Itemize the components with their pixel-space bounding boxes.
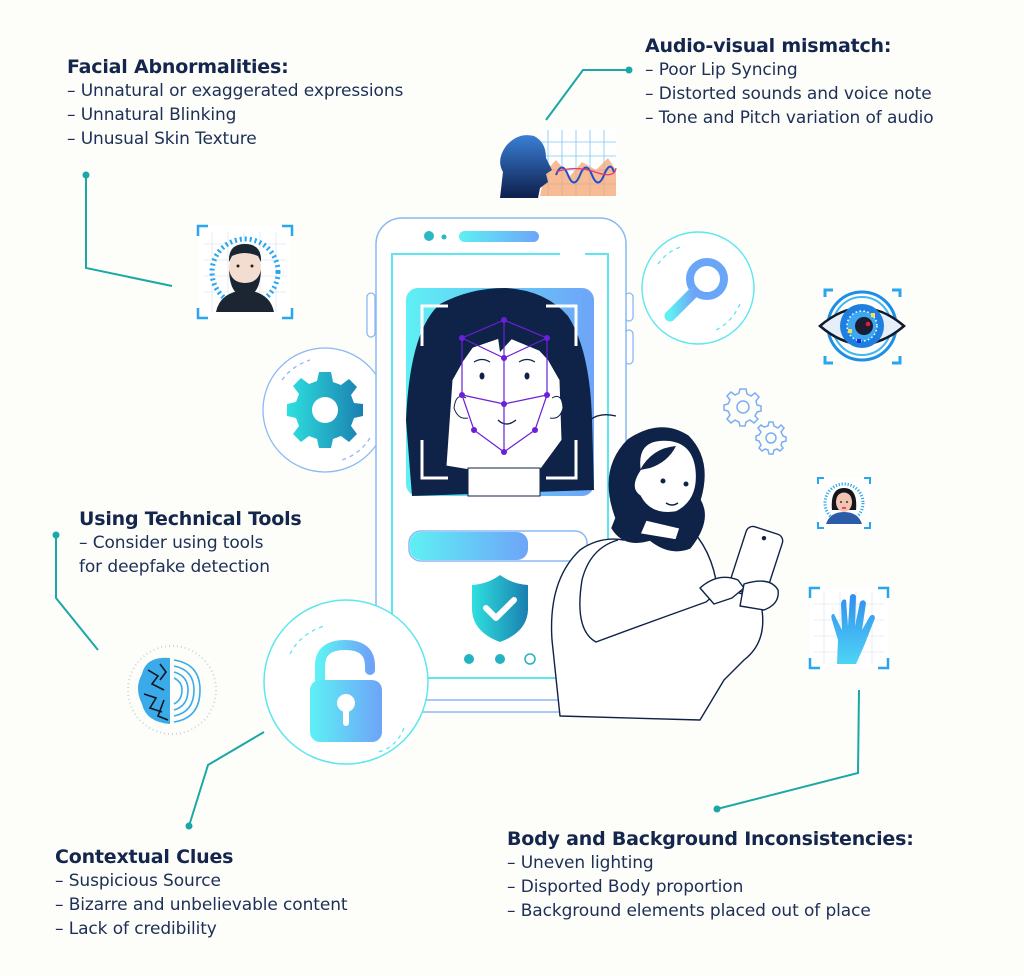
eye-scan-icon xyxy=(818,288,906,365)
unlocked-padlock-icon xyxy=(263,599,429,765)
gear-icon xyxy=(262,347,388,473)
section-title: Body and Background Inconsistencies: xyxy=(507,828,914,850)
list-item: Uneven lighting xyxy=(507,851,914,875)
hand-scan-icon xyxy=(808,586,890,670)
facial-abnormalities-section: Facial Abnormalities: Unnatural or exagg… xyxy=(67,55,403,151)
section-title: Contextual Clues xyxy=(55,846,234,868)
section-title: Facial Abnormalities: xyxy=(67,56,289,78)
list-item: Unnatural Blinking xyxy=(67,103,403,127)
audio-visual-mismatch-section: Audio-visual mismatch: Poor Lip Syncing … xyxy=(645,34,934,130)
small-gears-icon xyxy=(723,388,787,455)
list-item: Distorted sounds and voice note xyxy=(645,82,934,106)
list-item: Background elements placed out of place xyxy=(507,899,914,923)
technical-tools-section: Using Technical Tools Consider using too… xyxy=(79,507,302,579)
brain-fingerprint-icon xyxy=(127,645,217,735)
audio-waveform-head-icon xyxy=(500,128,617,198)
list-item-continuation: for deepfake detection xyxy=(79,557,270,577)
list-item: Lack of credibility xyxy=(55,917,347,941)
list-item: Tone and Pitch variation of audio xyxy=(645,106,934,130)
list-item: Disported Body proportion xyxy=(507,875,914,899)
list-item: Unnatural or exaggerated expressions xyxy=(67,79,404,103)
list-item: Consider using tools xyxy=(79,531,302,555)
magnifier-icon xyxy=(641,231,755,345)
connector-lines xyxy=(55,69,860,827)
woman-with-phone-illustration xyxy=(550,413,784,721)
contextual-clues-section: Contextual Clues Suspicious Source Bizar… xyxy=(55,845,348,941)
section-title: Using Technical Tools xyxy=(79,508,302,530)
list-item: Poor Lip Syncing xyxy=(645,58,934,82)
list-item: Suspicious Source xyxy=(55,869,347,893)
list-item: Bizarre and unbelievable content xyxy=(55,893,348,917)
woman-face-scan-icon xyxy=(817,477,871,529)
shield-check-icon xyxy=(472,575,528,642)
list-item: Unusual Skin Texture xyxy=(67,127,403,151)
section-title: Audio-visual mismatch: xyxy=(645,35,892,57)
bearded-face-scan-icon xyxy=(196,224,294,320)
body-background-inconsistencies-section: Body and Background Inconsistencies: Une… xyxy=(507,827,914,923)
